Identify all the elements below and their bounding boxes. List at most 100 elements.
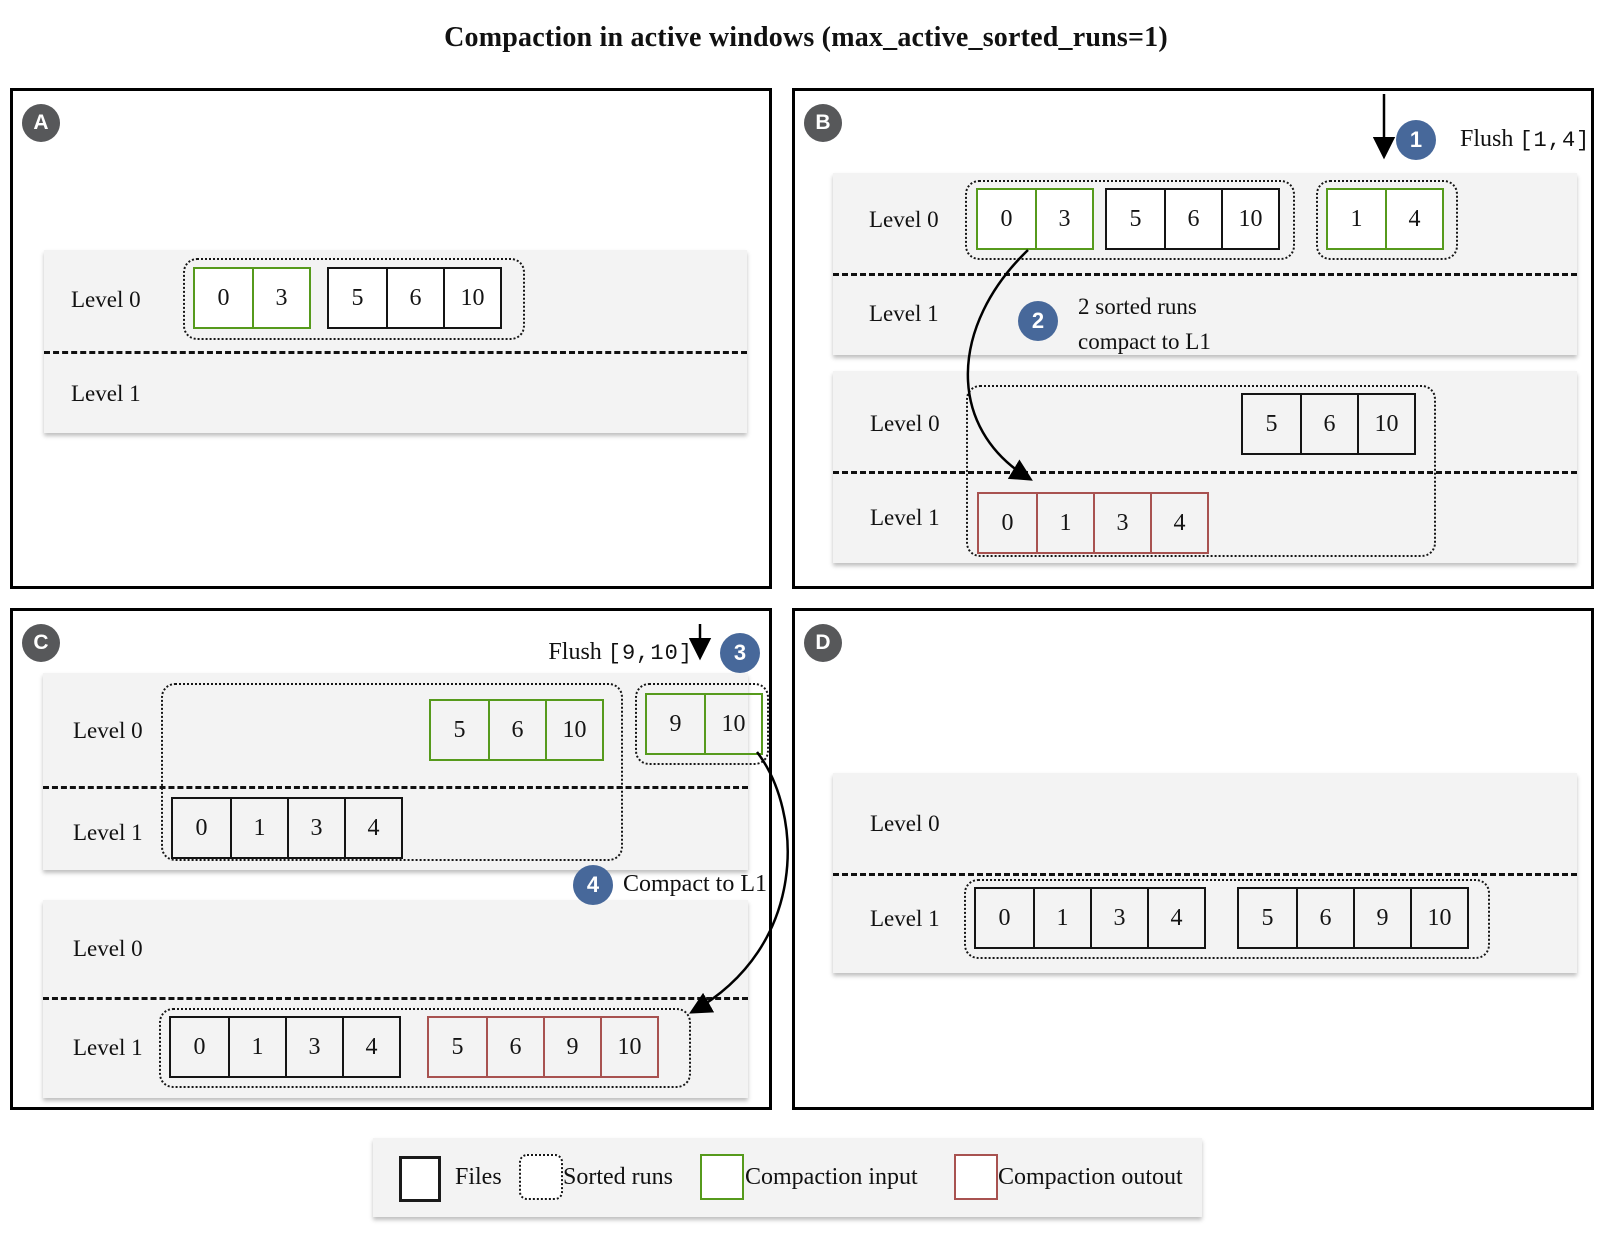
file-cell: 6 [386,269,443,327]
file-cell: 10 [600,1018,657,1076]
file-cell: 5 [453,716,466,743]
file-cell: 1 [1350,205,1363,232]
file-cell: 6 [488,701,545,759]
file-box-compaction-input: 0 3 [976,188,1094,250]
file-box: 5 6 10 [1105,188,1280,250]
file-box: 0 1 3 4 [171,797,403,859]
step-2-badge: 2 [1018,301,1058,341]
file-cell: 9 [543,1018,600,1076]
flush-range-code: [9,10] [607,641,693,666]
legend-compaction-input-swatch [700,1154,744,1200]
level-divider [833,471,1577,474]
file-cell: 3 [1093,494,1150,552]
file-cell: 10 [1357,395,1414,453]
file-cell: 0 [998,904,1011,931]
file-cell: 4 [344,799,401,857]
file-cell: 10 [443,269,500,327]
file-box-compaction-output: 5 6 9 10 [427,1016,659,1078]
panel-b-badge: B [804,104,842,142]
panel-b: B 1 Flush [1,4] Level 0 Level 1 0 3 5 6 … [792,88,1594,589]
level0-label: Level 0 [870,811,940,836]
file-box: 5 6 10 [327,267,502,329]
legend: Files Sorted runs Compaction input Compa… [373,1138,1202,1217]
level1-label: Level 1 [71,381,141,406]
sorted-run-outline [965,180,1295,260]
file-box-compaction-input: 5 6 10 [429,699,604,761]
step-1-badge: 1 [1396,120,1436,160]
panel-a-band: Level 0 Level 1 0 3 5 6 10 [44,250,747,433]
flush-word: Flush [1460,126,1514,152]
legend-files-swatch [399,1156,441,1202]
file-cell: 3 [1035,190,1092,248]
step-3-badge: 3 [720,633,760,673]
step-4-badge: 4 [573,865,613,905]
level-divider [833,873,1577,876]
file-cell: 0 [217,284,230,311]
sorted-run-outline [1316,180,1458,260]
panel-a: A Level 0 Level 1 0 3 5 6 10 [10,88,772,589]
flush-word: Flush [548,639,602,665]
file-cell: 6 [1164,190,1221,248]
sorted-run-outline [161,683,623,861]
file-box: 5 6 10 [1241,393,1416,455]
file-box-compaction-output: 0 1 3 4 [977,492,1209,554]
step-2-note: 2 sorted runs compact to L1 [1078,289,1211,359]
sorted-run-outline [964,879,1490,959]
file-box-compaction-input: 9 10 [645,693,763,755]
file-cell: 0 [195,814,208,841]
file-cell: 3 [285,1018,342,1076]
panel-b-top-band: Level 0 Level 1 0 3 5 6 10 1 4 2 2 sorte… [833,173,1577,355]
file-cell: 9 [669,710,682,737]
level1-label: Level 1 [73,820,143,845]
file-cell: 4 [1385,190,1442,248]
flush-1-4-label: Flush [1,4] [1460,126,1590,153]
file-cell: 1 [228,1018,285,1076]
level-divider [833,273,1577,276]
level1-label: Level 1 [869,301,939,326]
panel-c-badge: C [22,624,60,662]
file-cell: 0 [193,1033,206,1060]
file-box-compaction-input: 0 3 [193,267,311,329]
level0-label: Level 0 [869,207,939,232]
level1-label: Level 1 [870,906,940,931]
file-cell: 9 [1353,889,1410,947]
panel-d-band: Level 0 Level 1 0 1 3 4 5 6 9 10 [833,773,1577,973]
file-cell: 10 [545,701,602,759]
file-cell: 0 [1001,509,1014,536]
file-cell: 5 [351,284,364,311]
sorted-run-outline [159,1008,691,1088]
file-cell: 1 [1036,494,1093,552]
file-cell: 5 [1261,904,1274,931]
file-cell: 10 [704,695,761,753]
level0-label: Level 0 [73,718,143,743]
file-cell: 6 [1300,395,1357,453]
level-divider [44,351,747,354]
legend-compaction-output-swatch [954,1154,998,1200]
file-cell: 3 [252,269,309,327]
panel-a-badge: A [22,104,60,142]
panel-b-bottom-band: Level 0 Level 1 5 6 10 0 1 3 4 [833,371,1577,563]
file-cell: 4 [342,1018,399,1076]
step-2-note-line1: 2 sorted runs [1078,294,1197,319]
file-cell: 5 [1129,205,1142,232]
file-cell: 10 [1410,889,1467,947]
legend-files-label: Files [455,1164,502,1190]
sorted-run-outline [183,258,525,340]
flush-range-code: [1,4] [1519,128,1591,153]
file-cell: 4 [1147,889,1204,947]
legend-compaction-output-label: Compaction outout [998,1164,1183,1190]
level-divider [43,786,748,789]
file-cell: 10 [1221,190,1278,248]
file-cell: 4 [1150,494,1207,552]
step-2-note-line2: compact to L1 [1078,329,1211,354]
level0-label: Level 0 [73,936,143,961]
file-cell: 6 [486,1018,543,1076]
file-cell: 5 [1265,410,1278,437]
panel-c-top-band: Level 0 Level 1 5 6 10 0 1 3 4 9 10 [43,673,769,870]
file-box: 0 1 3 4 [974,887,1206,949]
panel-d: D Level 0 Level 1 0 1 3 4 5 6 9 10 [792,608,1594,1110]
panel-c-bottom-band: Level 0 Level 1 0 1 3 4 5 6 9 10 [43,900,748,1098]
level0-label: Level 0 [71,287,141,312]
legend-sorted-runs-label: Sorted runs [563,1164,673,1190]
